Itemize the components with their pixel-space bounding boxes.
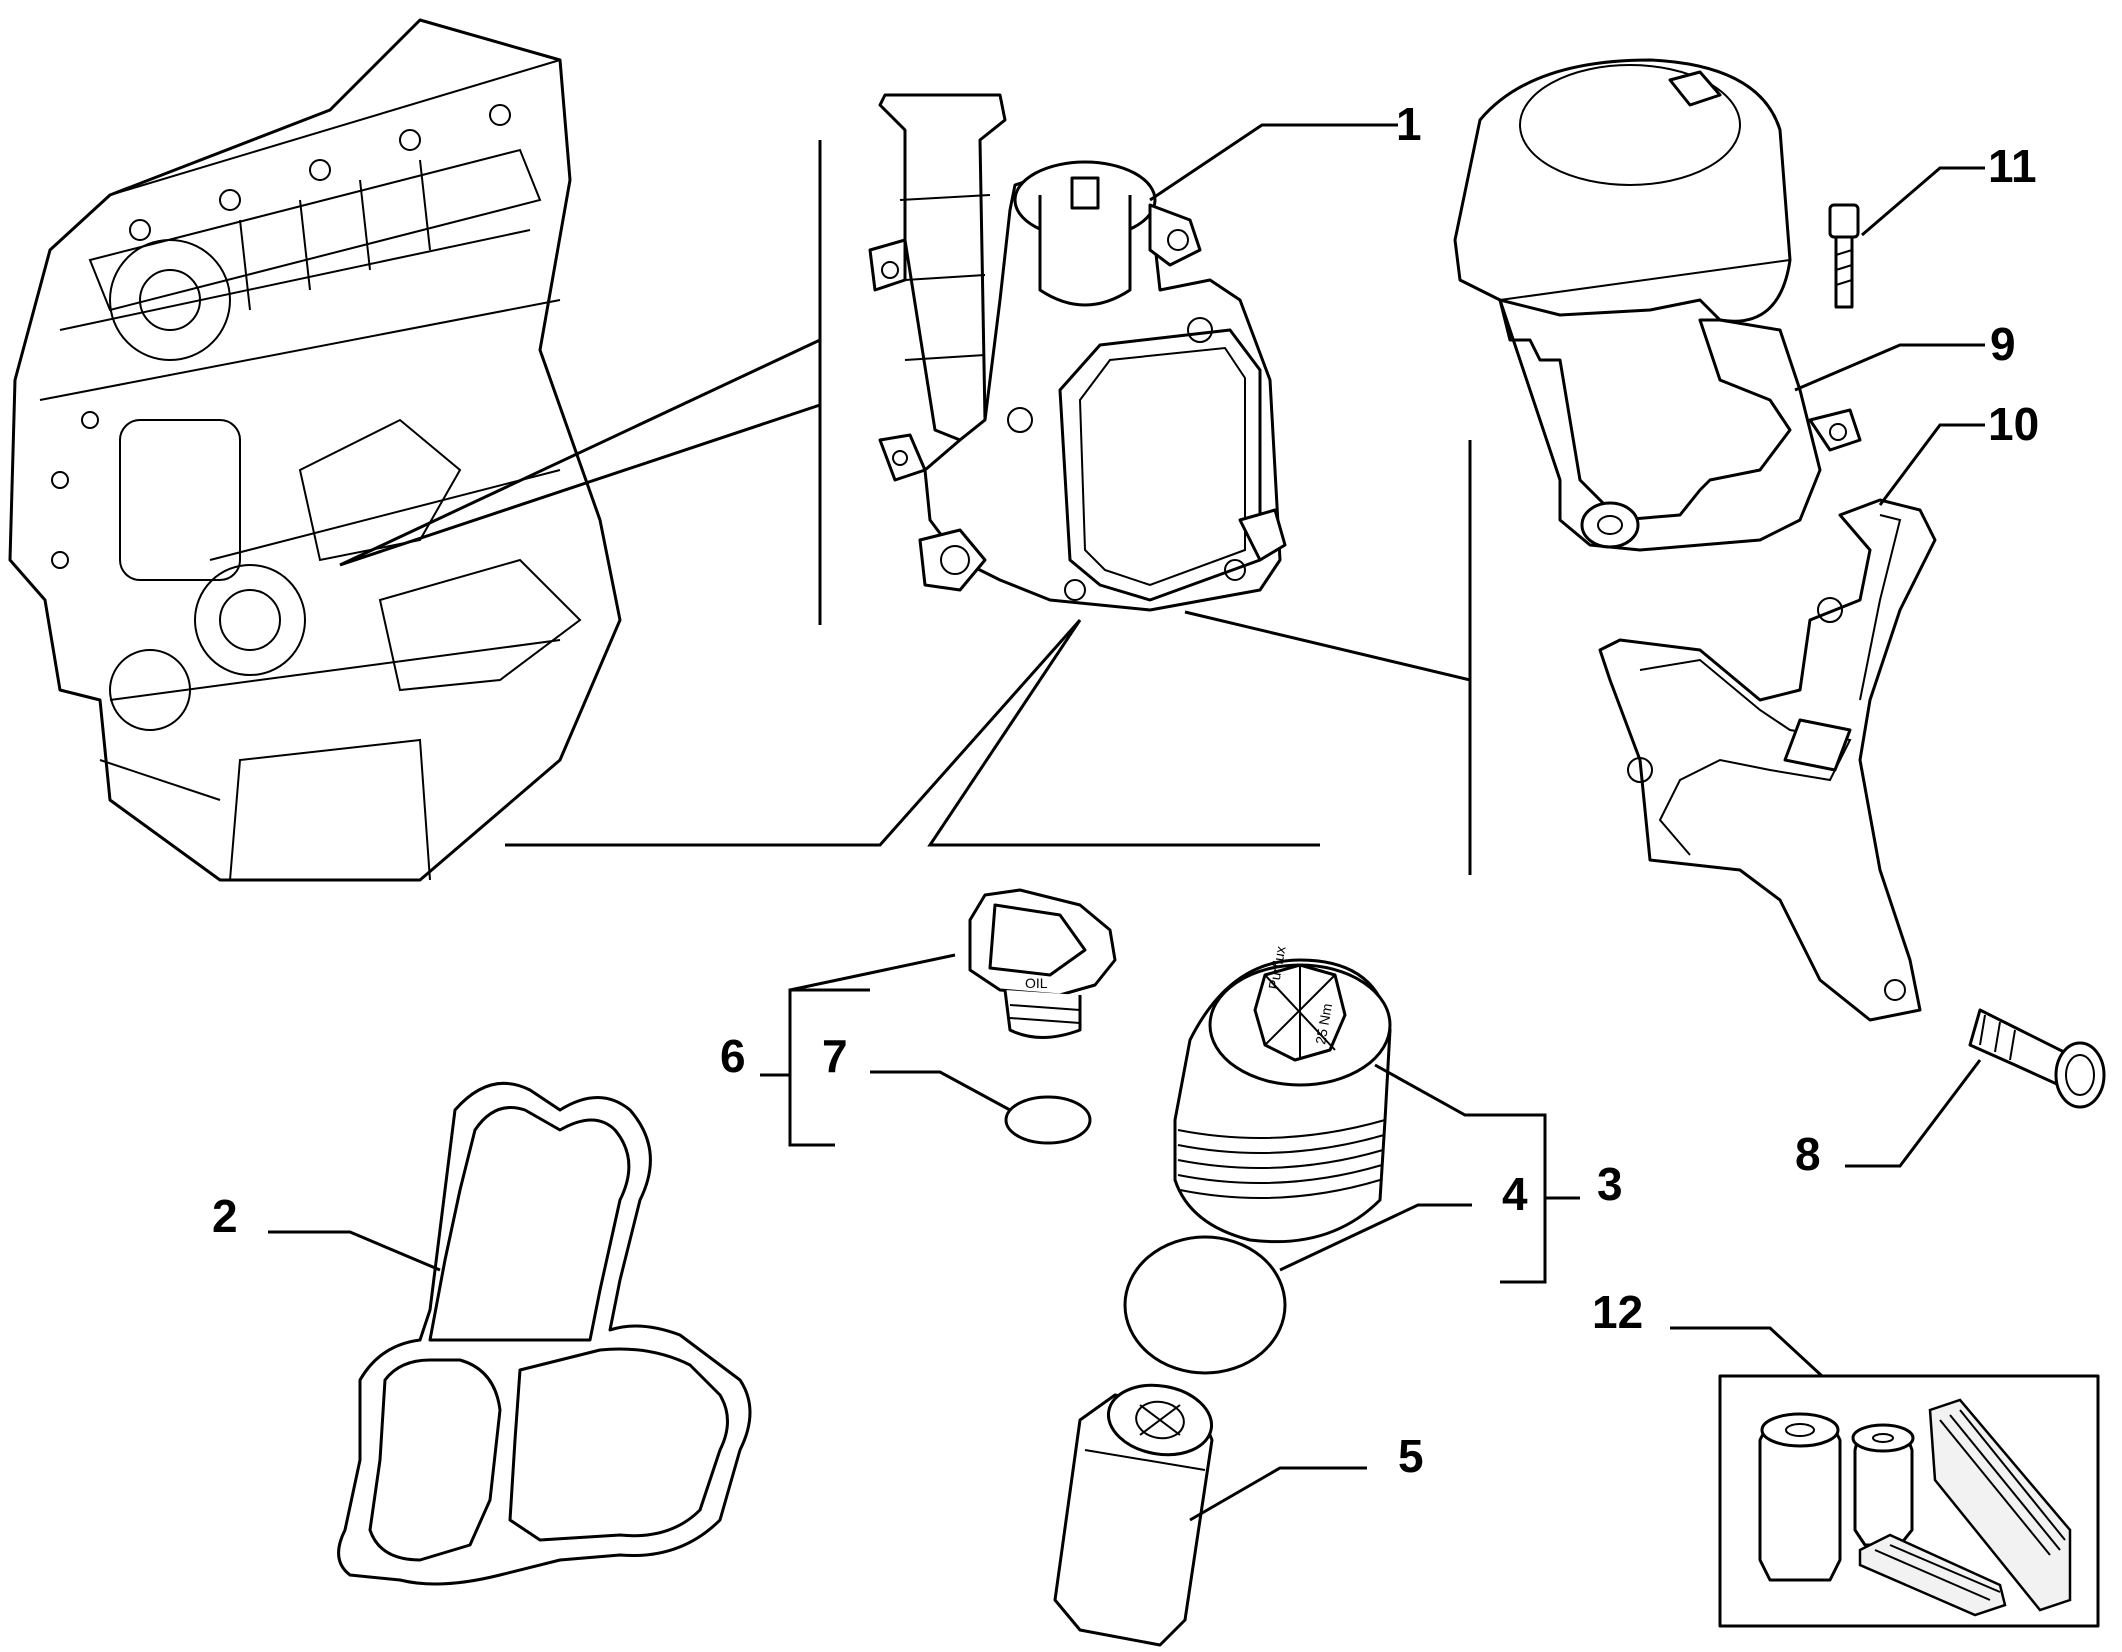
leader-8 bbox=[1845, 1059, 1982, 1168]
leader-6-bracket bbox=[760, 953, 956, 1147]
module-to-cover-leader bbox=[1184, 440, 1472, 875]
callout-3: 3 bbox=[1597, 1158, 1623, 1210]
leader-11 bbox=[1861, 166, 1985, 237]
leader-4 bbox=[1279, 1203, 1472, 1272]
callout-4: 4 bbox=[1502, 1168, 1528, 1220]
part-4-housing-o-ring bbox=[1123, 1235, 1287, 1375]
filter-brand-marking: Purflux bbox=[1265, 945, 1288, 991]
part-8-flange-bolt bbox=[1968, 1008, 2106, 1109]
part-2-housing-gasket bbox=[337, 1081, 752, 1586]
part-3-filter-cover-assembly: Purflux 25 Nm bbox=[1173, 945, 1392, 1244]
callout-numbers: 1 11 9 10 6 7 8 3 4 2 12 5 bbox=[212, 98, 2039, 1482]
leader-7 bbox=[870, 1070, 1011, 1112]
leader-12 bbox=[1670, 1326, 1824, 1378]
part-1-oil-filter-housing-module bbox=[868, 93, 1287, 612]
module-to-subparts-leader bbox=[505, 619, 1320, 847]
callout-8: 8 bbox=[1795, 1128, 1821, 1180]
part-5-oil-filter-element bbox=[1053, 1383, 1214, 1647]
callout-12: 12 bbox=[1592, 1286, 1643, 1338]
leader-lines bbox=[268, 123, 1985, 1522]
callout-7: 7 bbox=[822, 1030, 848, 1082]
callout-1: 1 bbox=[1396, 98, 1422, 150]
leader-10 bbox=[1878, 423, 1985, 506]
callout-2: 2 bbox=[212, 1190, 238, 1242]
leader-1 bbox=[1149, 123, 1398, 202]
leader-2 bbox=[268, 1230, 441, 1272]
part-11-cover-bolt bbox=[1828, 203, 1860, 309]
callout-6: 6 bbox=[720, 1030, 746, 1082]
part-7-cap-o-ring bbox=[1004, 1095, 1092, 1145]
callout-9: 9 bbox=[1990, 318, 2016, 370]
part-9-heat-shield-cover bbox=[1453, 58, 1862, 552]
engine-to-module-leader bbox=[339, 140, 822, 625]
callout-10: 10 bbox=[1988, 398, 2039, 450]
part-10-mounting-bracket bbox=[1598, 498, 1937, 1022]
leader-3-bracket bbox=[1374, 1063, 1580, 1284]
engine-block-illustration bbox=[8, 18, 622, 882]
filter-torque-marking: 25 Nm bbox=[1312, 1002, 1335, 1045]
oil-cap-marking: OIL bbox=[1025, 975, 1048, 991]
leader-9 bbox=[1794, 343, 1985, 392]
callout-11: 11 bbox=[1988, 140, 2037, 192]
leader-5 bbox=[1189, 1466, 1367, 1522]
part-6-oil-filler-cap: OIL bbox=[968, 888, 1117, 1039]
callout-5: 5 bbox=[1398, 1430, 1424, 1482]
part-12-service-kit-inset bbox=[1718, 1374, 2100, 1628]
